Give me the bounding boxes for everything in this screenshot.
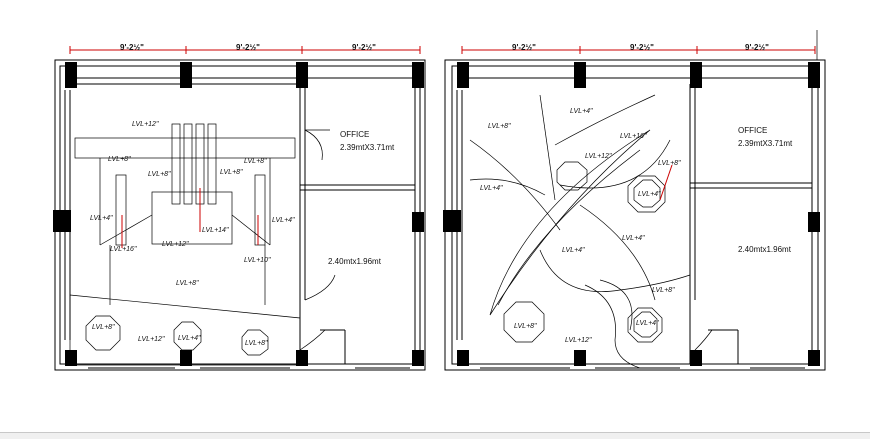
- left-dimension-line: 9'-2½" 9'-2½" 9'-2½": [69, 43, 421, 54]
- right-level-label: LVL+8": [514, 323, 537, 330]
- left-floor-plan: 9'-2½" 9'-2½" 9'-2½": [53, 43, 426, 371]
- right-level-label: LVL+12": [565, 337, 592, 344]
- right-level-label: LVL+16": [620, 133, 647, 140]
- right-dim-2: 9'-2½": [630, 43, 654, 52]
- left-level-label: LVL+8": [245, 340, 268, 347]
- right-dim-3: 9'-2½": [745, 43, 769, 52]
- right-level-label: LVL+12": [585, 153, 612, 160]
- right-dimension-line: 9'-2½" 9'-2½" 9'-2½": [461, 30, 818, 60]
- right-level-label: LVL+8": [658, 160, 681, 167]
- left-level-label: LVL+8": [176, 280, 199, 287]
- right-office-size: 2.39mtX3.71mt: [738, 139, 793, 148]
- left-level-label: LVL+8": [244, 158, 267, 165]
- left-level-label: LVL+4": [272, 217, 295, 224]
- left-columns: [53, 62, 424, 366]
- left-office-title: OFFICE: [340, 130, 369, 139]
- left-dim-2: 9'-2½": [236, 43, 260, 52]
- left-level-label: LVL+16": [110, 246, 137, 253]
- left-level-label: LVL+12": [138, 336, 165, 343]
- left-office-size: 2.39mtX3.71mt: [340, 143, 395, 152]
- right-ceiling-design: [469, 94, 691, 369]
- right-office-title: OFFICE: [738, 126, 767, 135]
- left-level-label: LVL+8": [108, 156, 131, 163]
- left-dim-1: 9'-2½": [120, 43, 144, 52]
- canvas-bottom-edge: [0, 432, 870, 439]
- right-level-label: LVL+4": [562, 247, 585, 254]
- left-level-labels: LVL+12" LVL+8" LVL+8" LVL+8" LVL+8" LVL+…: [90, 121, 395, 347]
- left-level-label: LVL+4": [178, 335, 201, 342]
- right-level-label: LVL+4": [638, 191, 661, 198]
- left-level-label: LVL+10": [244, 257, 271, 264]
- right-level-label: LVL+4": [570, 108, 593, 115]
- right-level-label: LVL+4": [636, 320, 659, 327]
- left-dim-3: 9'-2½": [352, 43, 376, 52]
- right-level-label: LVL+8": [652, 287, 675, 294]
- left-level-label: LVL+8": [220, 169, 243, 176]
- right-room2-size: 2.40mtx1.96mt: [738, 245, 792, 254]
- right-columns: [443, 62, 820, 366]
- right-level-labels: LVL+4" LVL+8" LVL+16" LVL+12" LVL+8" LVL…: [480, 108, 793, 344]
- right-level-label: LVL+4": [622, 235, 645, 242]
- left-level-label: LVL+14": [202, 227, 229, 234]
- right-walls: [444, 59, 826, 371]
- left-level-label: LVL+4": [90, 215, 113, 222]
- left-level-label: LVL+8": [148, 171, 171, 178]
- left-level-label: LVL+12": [162, 241, 189, 248]
- left-ceiling-design: [69, 123, 301, 366]
- right-dim-1: 9'-2½": [512, 43, 536, 52]
- left-room2-size: 2.40mtx1.96mt: [328, 257, 382, 266]
- left-level-label: LVL+8": [92, 324, 115, 331]
- right-level-label: LVL+8": [488, 123, 511, 130]
- right-level-label: LVL+4": [480, 185, 503, 192]
- right-floor-plan: 9'-2½" 9'-2½" 9'-2½": [443, 30, 826, 371]
- left-level-label: LVL+12": [132, 121, 159, 128]
